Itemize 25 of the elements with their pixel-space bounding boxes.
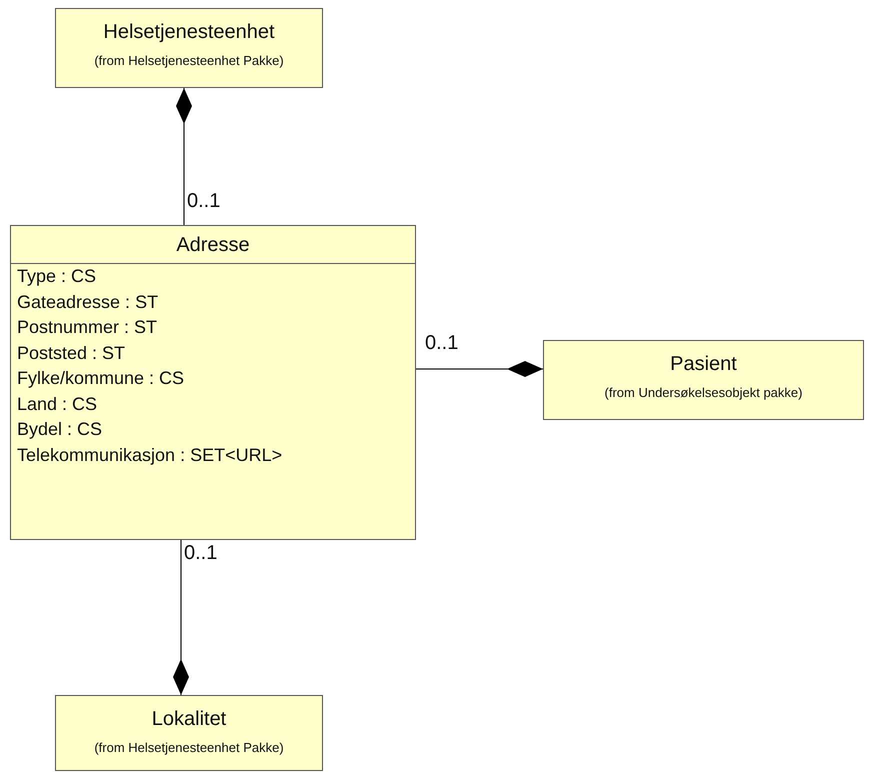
- class-box: [543, 340, 864, 420]
- composition-line: [416, 361, 544, 377]
- package-note: (from Helsetjenesteenhet Pakke): [93, 53, 285, 68]
- class-name: Adresse: [175, 234, 251, 257]
- package-note: (from Helsetjenesteenhet Pakke): [93, 740, 285, 755]
- attribute-text: Gateadresse : ST: [17, 292, 158, 312]
- composition-line: [176, 88, 192, 226]
- attribute-text: Poststed : ST: [17, 342, 126, 364]
- attribute-text: Bydel : CS: [17, 419, 102, 440]
- attribute-text: Type : CS: [17, 266, 96, 287]
- package-note: (from Undersøkelsesobjekt pakke): [604, 385, 804, 400]
- multiplicity-label: 0..1: [187, 190, 220, 213]
- multiplicity-label: 0..1: [425, 332, 458, 355]
- composition-line: [173, 540, 189, 696]
- class-name: Pasient: [669, 353, 738, 376]
- class-box: [55, 695, 323, 771]
- class-box: [10, 225, 416, 540]
- attribute-text: Land : CS: [17, 394, 98, 414]
- class-box: [55, 8, 323, 88]
- class-name: Helsetjenesteenhet: [102, 21, 276, 44]
- attribute-text: Telekommunikasjon : SET<URL>: [17, 444, 282, 466]
- attribute-text: Fylke/kommune : CS: [17, 368, 184, 389]
- multiplicity-label: 0..1: [184, 542, 218, 565]
- class-name: Lokalitet: [150, 708, 228, 731]
- attribute-text: Postnummer : ST: [17, 317, 158, 338]
